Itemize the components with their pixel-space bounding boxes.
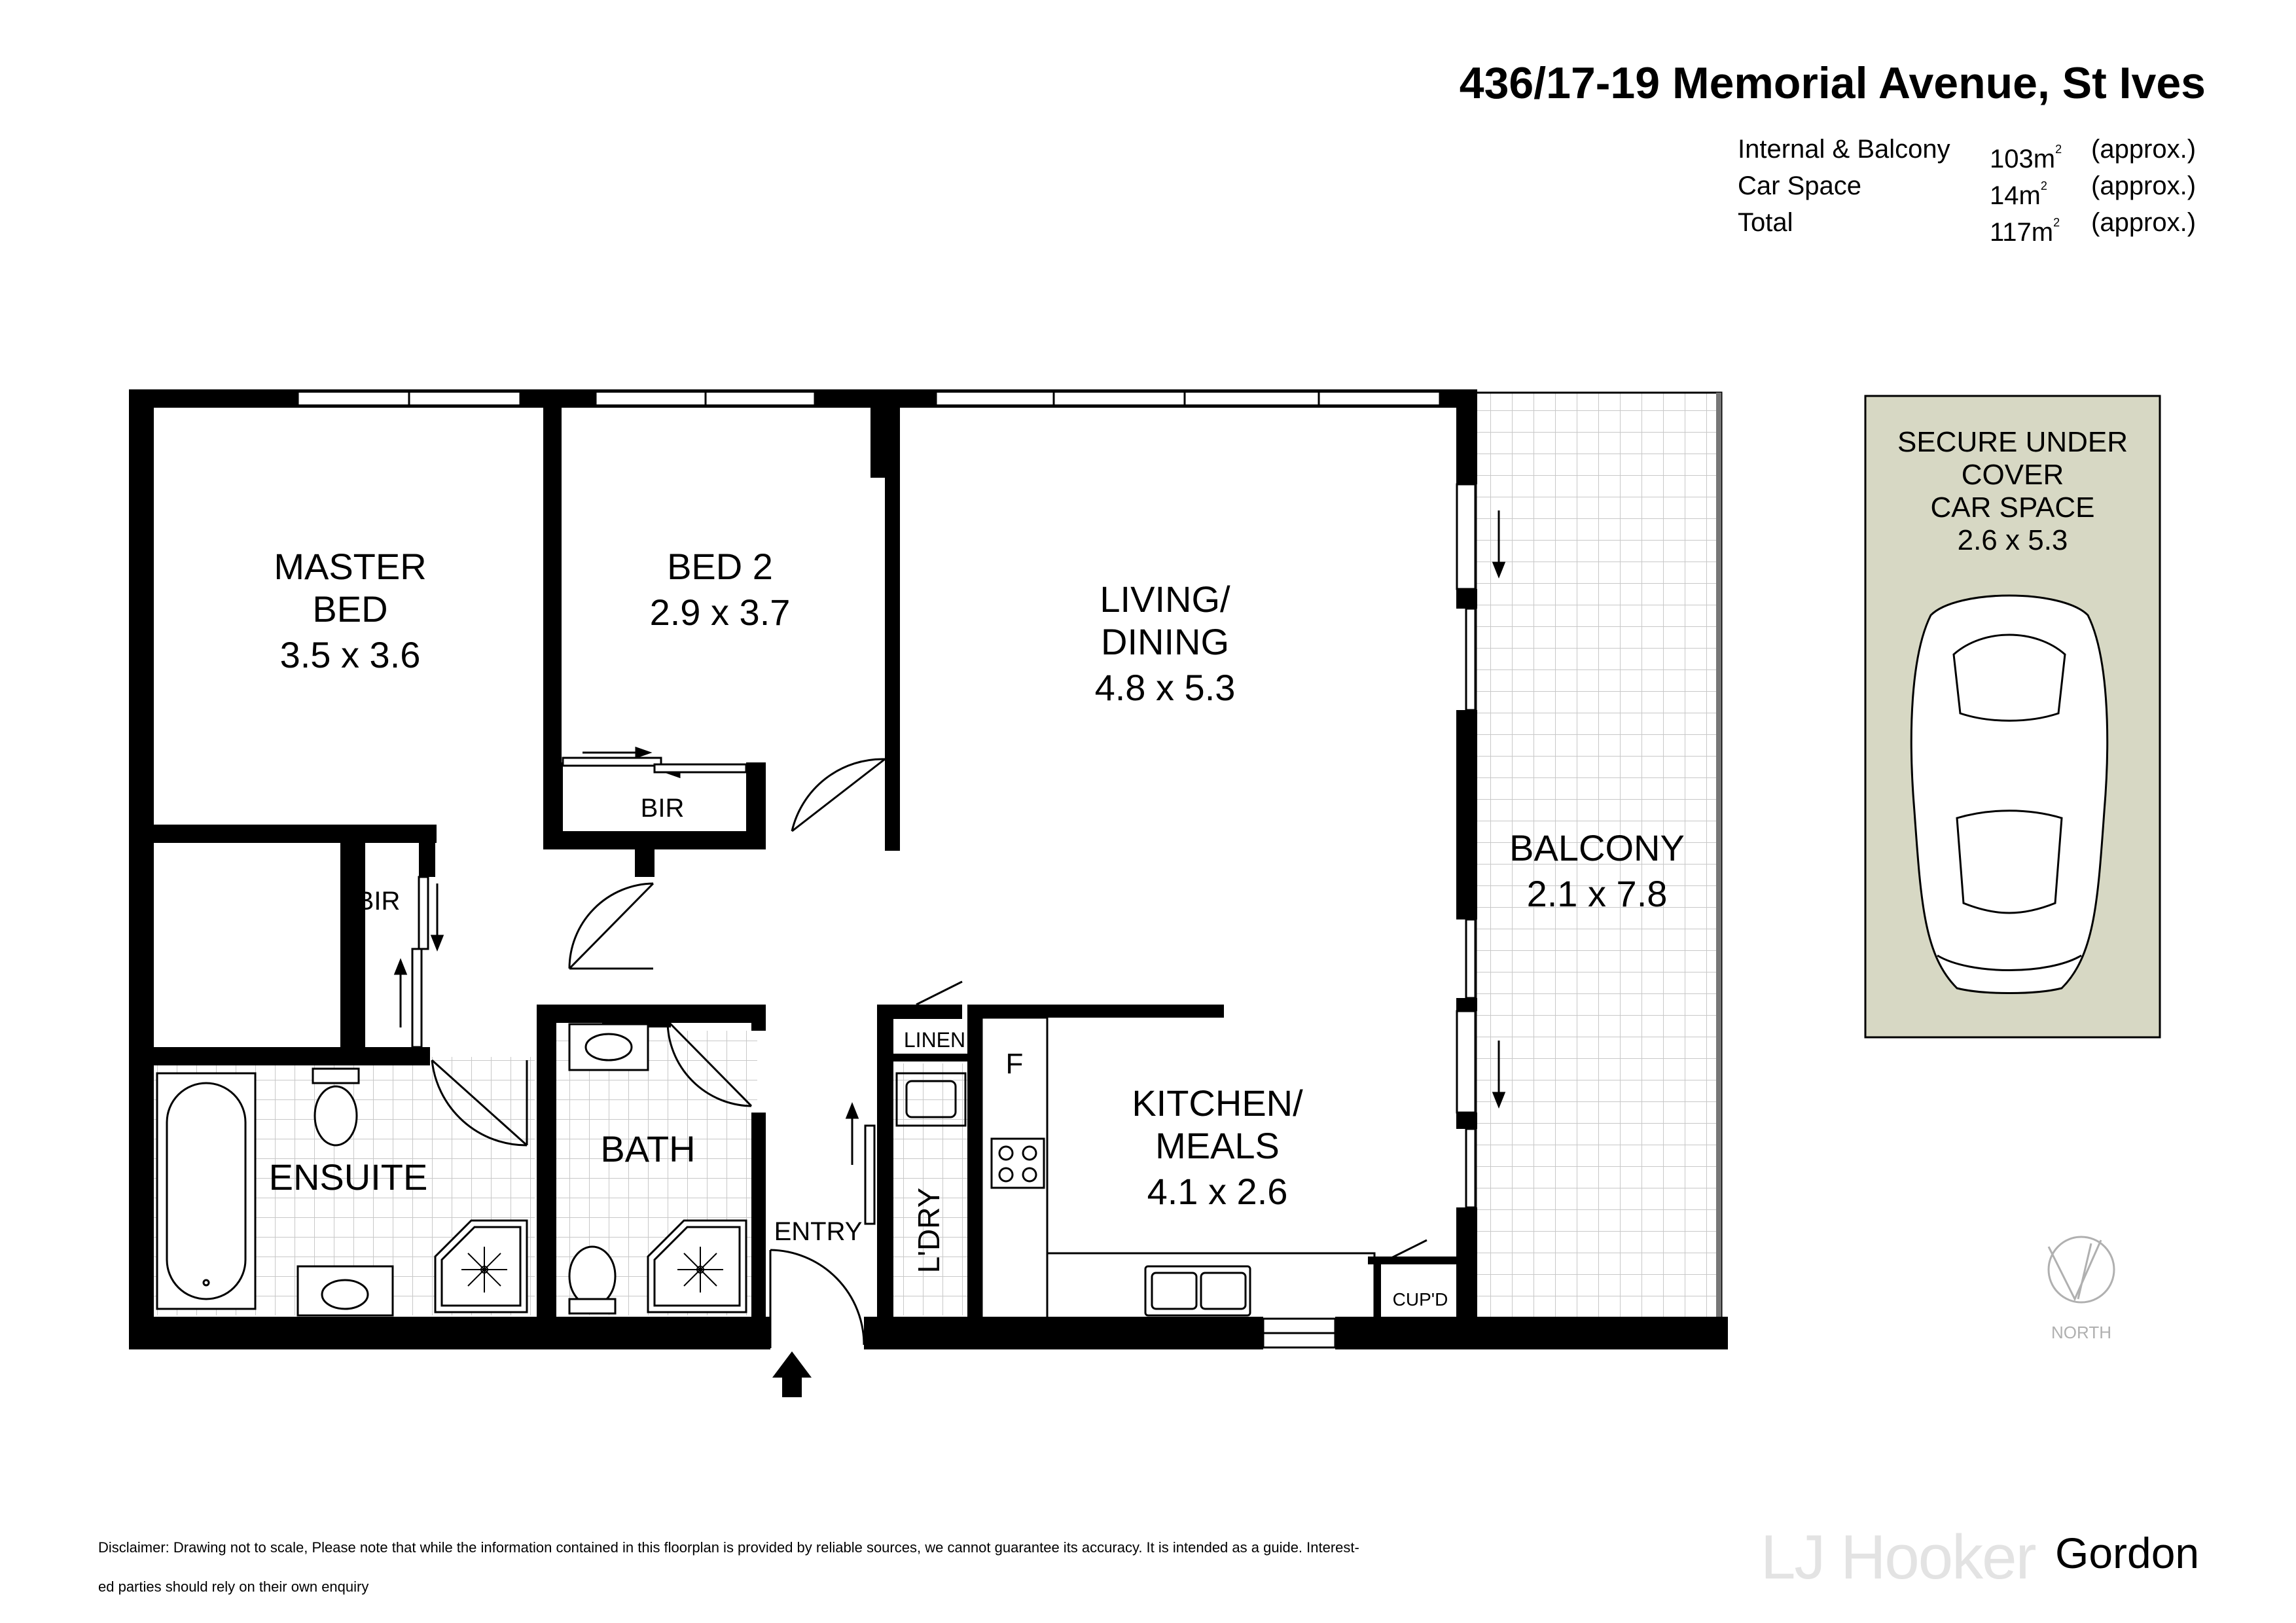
laundry-floor: [878, 1063, 977, 1315]
bed2-label: BED 2: [667, 546, 773, 587]
master-bir-label: BIR: [357, 887, 401, 916]
bed2-bir-door: [562, 757, 747, 774]
cupboard-label: CUP'D: [1393, 1289, 1448, 1310]
property-address: 436/17-19 Memorial Avenue, St Ives: [1459, 58, 2206, 108]
ensuite-label: ENSUITE: [269, 1156, 428, 1198]
master-bed-label-1: MASTER: [274, 546, 426, 587]
top-windows: [296, 390, 1441, 407]
area-label: Internal & Balcony: [1738, 135, 1950, 164]
disclaimer: Disclaimer: Drawing not to scale, Please…: [98, 1528, 1538, 1607]
compass-label: NORTH: [2051, 1323, 2111, 1342]
balcony-label: BALCONY: [1509, 827, 1685, 868]
area-value: 117m2: [1990, 216, 2060, 247]
car-labels: SECURE UNDER COVER CAR SPACE 2.6 x 5.3: [1897, 426, 2128, 556]
entry-arrow: [772, 1351, 812, 1397]
bath-label: BATH: [600, 1128, 695, 1169]
master-bed-label-2: BED: [312, 588, 387, 630]
master-bed-size: 3.5 x 3.6: [280, 634, 421, 675]
ensuite-corridor-floor: [432, 1057, 535, 1149]
area-label: Car Space: [1738, 171, 1861, 200]
linen-label: LINEN: [904, 1028, 965, 1052]
brand-logo: LJ Hooker: [1761, 1522, 2037, 1592]
balcony-doors: [1456, 483, 1477, 1209]
area-label: Total: [1738, 208, 1793, 237]
area-value: 14m2: [1990, 179, 2047, 210]
balcony: [1463, 391, 1725, 1347]
walls: [129, 389, 1728, 1349]
area-note: (approx.): [2091, 171, 2197, 200]
area-note: (approx.): [2091, 208, 2197, 237]
disclaimer-line-1: Disclaimer: Drawing not to scale, Please…: [98, 1539, 1359, 1556]
fridge-label: F: [1006, 1048, 1024, 1080]
shower-drains: [461, 1247, 723, 1293]
master-bir-door: [411, 876, 429, 1048]
small-labels: ENTRY LINEN BIR BIR F CUP'D L'DRY: [357, 794, 1448, 1310]
kitchen-size: 4.1 x 2.6: [1147, 1171, 1288, 1212]
kitchen-window: [1262, 1317, 1336, 1349]
car-space: [1864, 395, 2161, 1039]
compass-icon: [2047, 1236, 2115, 1304]
bed2-bir-label: BIR: [641, 794, 685, 823]
kitchen-label-2: MEALS: [1155, 1125, 1280, 1166]
living-label-2: DINING: [1101, 621, 1229, 662]
kitchen-counters: [895, 1016, 1376, 1320]
room-labels: MASTER BED 3.5 x 3.6 BED 2 2.9 x 3.7 LIV…: [269, 546, 1685, 1212]
car-label-3: CAR SPACE: [1930, 491, 2094, 524]
laundry-label: L'DRY: [912, 1188, 946, 1274]
office-name: Gordon: [2055, 1529, 2200, 1577]
car-label-1: SECURE UNDER: [1897, 426, 2128, 458]
living-size: 4.8 x 5.3: [1095, 667, 1236, 708]
door-swings: [431, 758, 1427, 1348]
car-icon: [1910, 594, 2109, 994]
entry-label: ENTRY: [774, 1217, 863, 1246]
area-note: (approx.): [2091, 135, 2197, 164]
balcony-size: 2.1 x 7.8: [1527, 873, 1668, 914]
car-label-2: COVER: [1962, 459, 2064, 491]
disclaimer-line-2: ed parties should rely on their own enqu…: [98, 1578, 369, 1595]
kitchen-label-1: KITCHEN/: [1132, 1082, 1303, 1124]
car-size: 2.6 x 5.3: [1958, 524, 2068, 556]
bed2-size: 2.9 x 3.7: [650, 592, 791, 633]
living-label-1: LIVING/: [1100, 579, 1230, 620]
area-value: 103m2: [1990, 143, 2062, 173]
